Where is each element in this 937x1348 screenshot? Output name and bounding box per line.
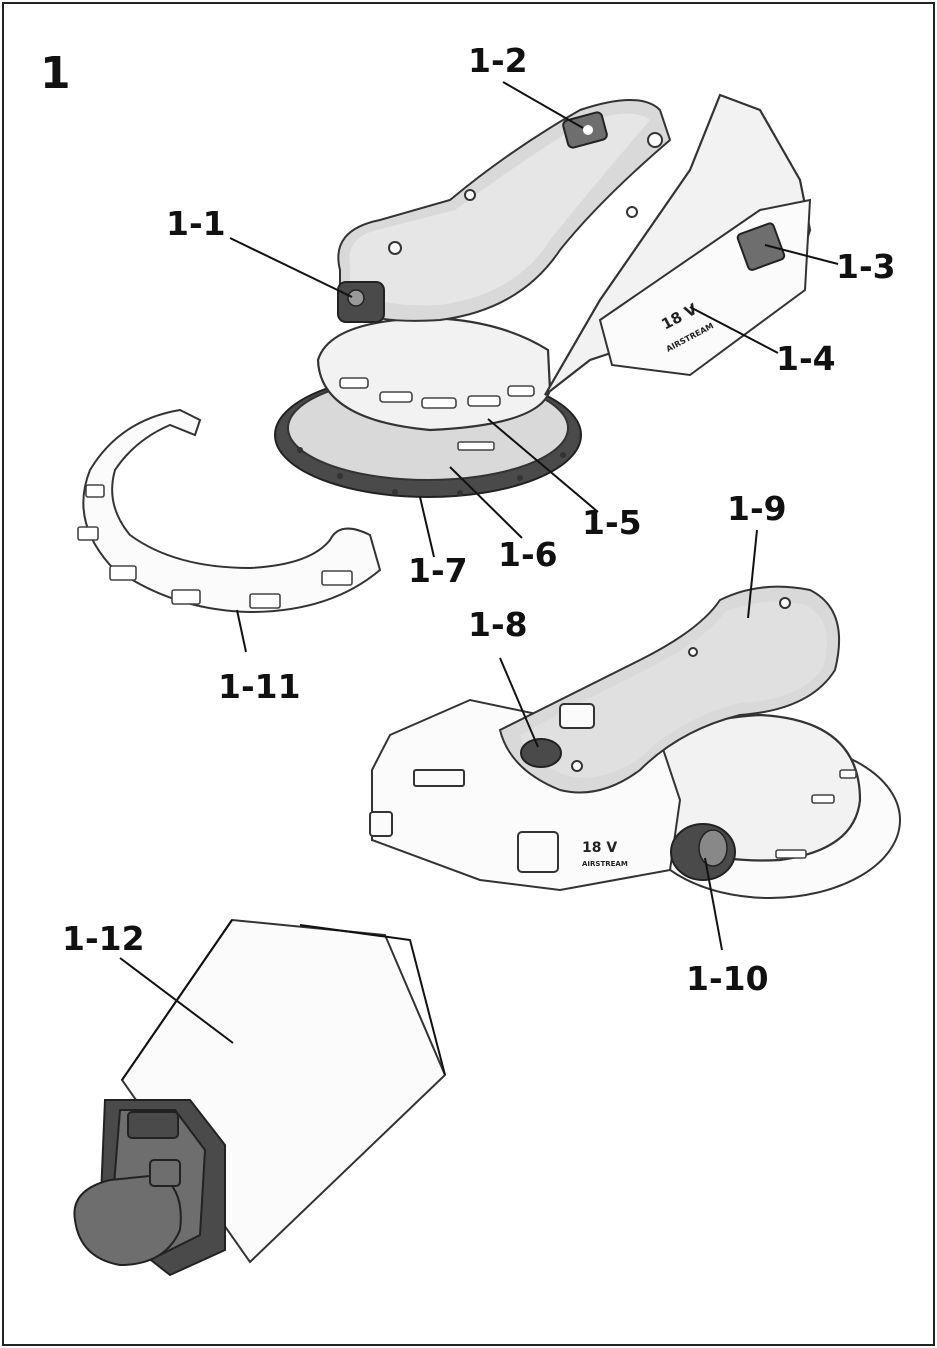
dust-bag [73,918,447,1277]
leader-1-9 [747,529,758,619]
callout-1-8: 1-8 [468,605,528,644]
battery-indicator [736,222,786,271]
callout-1-6: 1-6 [498,535,558,574]
leader-1-8 [499,657,539,748]
leader-1-12 [119,957,234,1044]
callout-1-3: 1-3 [836,247,896,286]
leader-1-1 [229,237,353,298]
callout-1-5: 1-5 [582,503,642,542]
leader-1-3 [764,244,839,265]
vent-slots [339,377,535,451]
battery-voltage-label-bottom: 18 V [582,840,617,856]
callout-1-1: 1-1 [166,204,226,243]
callout-1-9: 1-9 [727,489,787,528]
ring-slots [77,484,353,609]
vent-slots-bottom [775,769,857,859]
protection-ring-body [82,408,382,614]
figure-number: 1 [40,48,71,99]
speed-wheel [520,738,562,768]
leader-lines [119,81,839,1044]
callout-1-10: 1-10 [686,959,769,998]
protection-ring [77,408,382,614]
leader-1-4 [689,306,779,354]
leader-1-6 [449,466,523,539]
leader-1-5 [487,418,599,513]
sander-top-view: 18 V AIRSTREAM [274,93,812,498]
battery-indicator-bottom [517,831,559,873]
sander-side-view: 18 V AIRSTREAM [369,585,901,899]
callout-1-11: 1-11 [218,667,301,706]
callout-1-7: 1-7 [408,551,468,590]
leader-1-7 [419,496,435,558]
speed-button-bottom [559,703,595,729]
callout-1-12: 1-12 [62,919,145,958]
callout-1-2: 1-2 [468,41,528,80]
callout-1-4: 1-4 [776,339,836,378]
battery-contacts [413,769,465,787]
bag-spout [73,1173,182,1267]
leader-1-11 [236,609,247,653]
leader-1-10 [704,857,723,951]
battery-airstream-label-bottom: AIRSTREAM [582,860,628,868]
leader-1-2 [502,81,584,129]
